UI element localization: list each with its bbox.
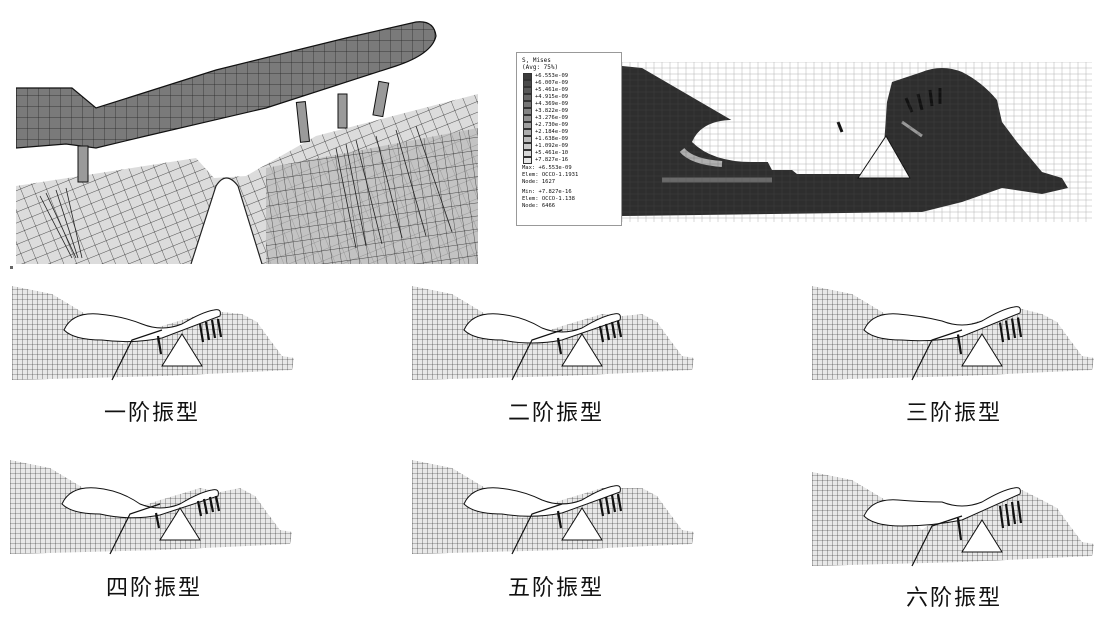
stray-mark xyxy=(10,266,13,269)
legend-value: +4.369e-09 xyxy=(535,101,569,107)
legend-swatch xyxy=(523,129,532,136)
mode-strut xyxy=(556,337,563,355)
mode-shape-2 xyxy=(412,286,694,381)
mode-shape-1 xyxy=(12,286,294,381)
mode-shape-3 xyxy=(812,286,1094,381)
mode-2-label: 二阶振型 xyxy=(507,401,604,426)
mode-strut xyxy=(956,517,963,541)
mode-strut xyxy=(214,495,221,512)
mode-strut xyxy=(616,320,623,338)
legend-value: +6.553e-09 xyxy=(535,73,569,79)
mode-strut xyxy=(1010,501,1017,525)
mode-strut xyxy=(196,500,203,517)
mode-cavity xyxy=(63,309,221,343)
legend-value: +3.822e-09 xyxy=(535,108,569,114)
legend-swatch xyxy=(523,80,532,87)
legend-value: +1.092e-09 xyxy=(535,143,569,149)
mode-shape-5 xyxy=(412,460,694,555)
legend-swatch xyxy=(523,150,532,157)
legend-swatch xyxy=(523,143,532,150)
mode-edge xyxy=(111,329,163,381)
mode-edge xyxy=(511,503,563,555)
legend-swatch xyxy=(523,108,532,115)
legend-swatch xyxy=(523,94,532,101)
legend-max-elem: Elem: OCCO-1.1931 xyxy=(522,172,579,178)
mode-strut xyxy=(598,498,605,517)
mesh-detail-view xyxy=(16,21,478,264)
stress-contour-view xyxy=(622,62,1092,222)
mode-strut xyxy=(610,494,617,513)
mode-strut xyxy=(154,512,161,529)
legend-max-node: Node: 1627 xyxy=(522,179,556,185)
mode-strut xyxy=(598,325,605,343)
mode-strut xyxy=(616,493,623,512)
mode-triangle xyxy=(161,333,203,367)
mode-cavity xyxy=(61,487,219,519)
legend-min-node: Node: 6466 xyxy=(522,203,556,209)
mode-strut xyxy=(204,321,211,341)
mode-strut xyxy=(956,334,963,355)
legend-value: +7.827e-16 xyxy=(535,157,569,163)
mode-edge xyxy=(511,329,563,381)
mode-triangle xyxy=(961,333,1003,367)
mode-strut xyxy=(1004,320,1011,341)
mode-triangle xyxy=(561,333,603,367)
mode-1-label: 一阶振型 xyxy=(103,401,200,426)
mode-triangle xyxy=(159,507,201,541)
mode-4-label: 四阶振型 xyxy=(105,576,202,601)
mode-strut xyxy=(210,319,217,339)
legend-swatch xyxy=(523,87,532,94)
legend-min: Min: +7.827e-16 xyxy=(522,189,572,195)
mode-strut xyxy=(1016,317,1023,338)
mode-strut xyxy=(198,323,205,343)
mode-strut xyxy=(998,505,1005,529)
mode-strut xyxy=(208,496,215,513)
legend-min-elem: Elem: OCCO-1.138 xyxy=(522,196,575,202)
legend-value: +4.915e-09 xyxy=(535,94,569,100)
mode-strut xyxy=(556,510,563,529)
legend-value: +3.276e-09 xyxy=(535,115,569,121)
mode-triangle xyxy=(961,519,1003,553)
mode-strut xyxy=(998,322,1005,343)
legend-value: +2.730e-09 xyxy=(535,122,569,128)
legend-subtitle: (Avg: 75%) xyxy=(522,64,559,71)
mode-shape-4 xyxy=(10,460,292,555)
stress-legend: S, Mises (Avg: 75%) +6.553e-09+6.007e-09… xyxy=(516,52,622,226)
legend-max: Max: +6.553e-09 xyxy=(522,165,572,171)
legend-value: +1.638e-09 xyxy=(535,136,569,142)
mode-strut xyxy=(604,323,611,341)
mode-cavity xyxy=(863,306,1021,342)
mode-strut xyxy=(604,496,611,515)
legend-swatch xyxy=(523,136,532,143)
legend-swatch xyxy=(523,73,532,80)
mode-cavity xyxy=(463,485,621,517)
mode-triangle xyxy=(561,507,603,541)
mode-strut xyxy=(202,498,209,515)
legend-swatch xyxy=(523,115,532,122)
mode-edge xyxy=(911,329,963,381)
mode-5-label: 五阶振型 xyxy=(507,576,604,601)
mode-strut xyxy=(216,318,223,338)
mode-strut xyxy=(1016,500,1023,524)
legend-swatch xyxy=(523,122,532,129)
legend-title: S, Mises xyxy=(522,57,551,64)
legend-swatch xyxy=(523,101,532,108)
mode-cavity xyxy=(863,487,1021,527)
mode-strut xyxy=(1010,318,1017,339)
mode-edge xyxy=(911,515,963,567)
mode-edge xyxy=(109,503,161,555)
mode-3-label: 三阶振型 xyxy=(905,401,1002,426)
mode-cavity xyxy=(463,313,621,344)
mode-strut xyxy=(156,335,163,355)
legend-value: +5.461e-10 xyxy=(535,150,569,156)
legend-swatch xyxy=(523,157,532,164)
legend-value: +5.461e-09 xyxy=(535,87,569,93)
legend-value: +2.184e-09 xyxy=(535,129,569,135)
mode-6-label: 六阶振型 xyxy=(905,586,1002,611)
mode-strut xyxy=(1004,503,1011,527)
legend-value: +6.007e-09 xyxy=(535,80,569,86)
mode-shape-6 xyxy=(812,472,1094,567)
mode-strut xyxy=(610,321,617,339)
